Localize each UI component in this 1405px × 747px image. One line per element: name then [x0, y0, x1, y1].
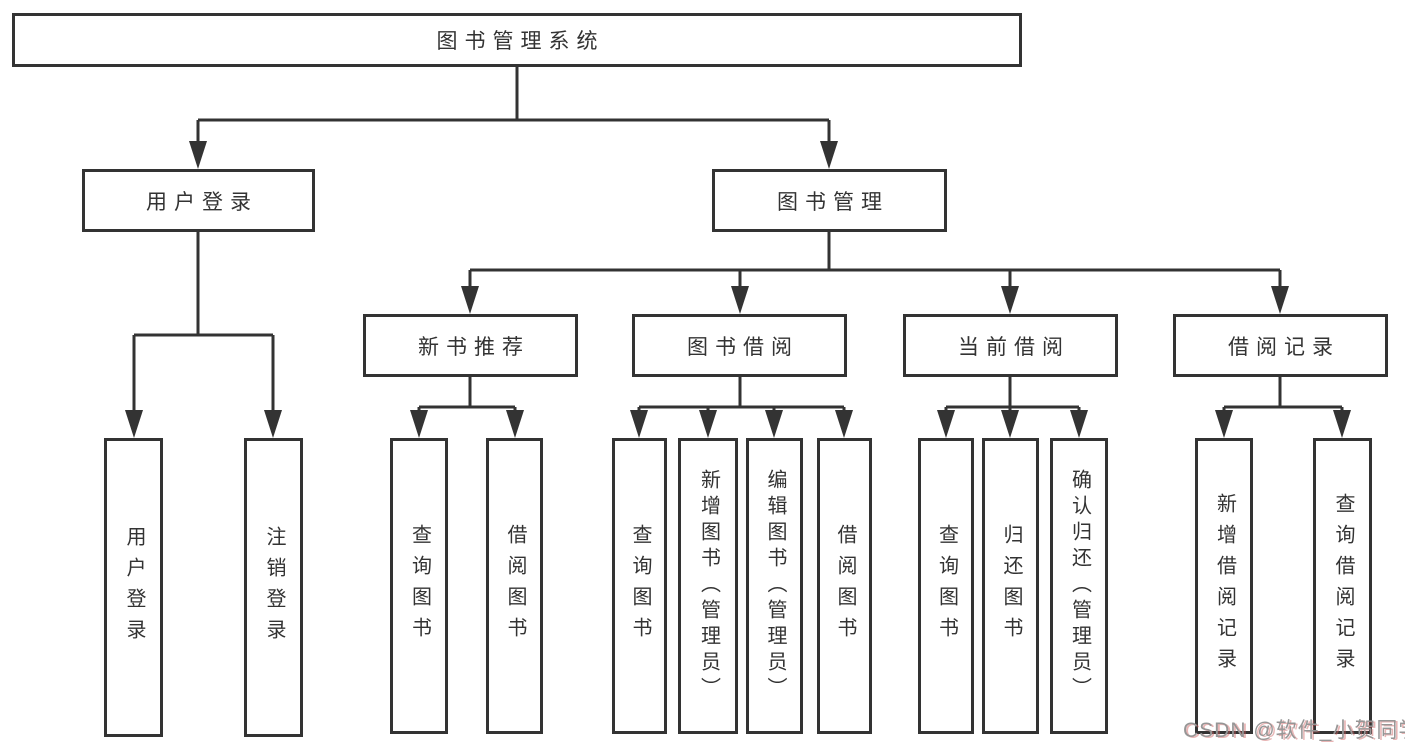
node-add-book-admin-label: 新增图书（管理员） [697, 469, 720, 703]
node-book-management: 图书管理 [712, 169, 947, 232]
node-logout-leaf-label: 注销登录 [263, 525, 285, 650]
node-root: 图书管理系统 [12, 13, 1022, 67]
node-borrow-books-2: 借阅图书 [817, 438, 872, 734]
node-borrow-records: 借阅记录 [1173, 314, 1388, 377]
node-user-login-label: 用户登录 [146, 190, 258, 214]
node-query-borrow-record: 查询借阅记录 [1313, 438, 1372, 734]
node-book-borrow-label: 图书借阅 [687, 335, 799, 359]
node-book-borrow: 图书借阅 [632, 314, 847, 377]
node-current-borrow-label: 当前借阅 [958, 335, 1070, 359]
node-user-login-leaf-label: 用户登录 [123, 525, 145, 650]
node-current-borrow: 当前借阅 [903, 314, 1118, 377]
node-edit-book-admin-label: 编辑图书（管理员） [764, 469, 786, 703]
node-user-login: 用户登录 [82, 169, 315, 232]
node-add-borrow-record-label: 新增借阅记录 [1213, 493, 1236, 679]
node-query-books-3: 查询图书 [918, 438, 974, 734]
node-query-books-1-label: 查询图书 [408, 524, 431, 648]
node-return-books: 归还图书 [982, 438, 1039, 734]
node-query-books-1: 查询图书 [390, 438, 448, 734]
node-borrow-books-2-label: 借阅图书 [834, 524, 856, 648]
node-new-book-recommend-label: 新书推荐 [418, 335, 530, 359]
node-confirm-return-admin-label: 确认归还（管理员） [1068, 469, 1091, 703]
node-add-book-admin: 新增图书（管理员） [678, 438, 738, 734]
node-return-books-label: 归还图书 [1000, 524, 1022, 648]
node-query-books-2: 查询图书 [612, 438, 667, 734]
node-add-borrow-record: 新增借阅记录 [1195, 438, 1253, 734]
node-logout-leaf: 注销登录 [244, 438, 303, 737]
node-borrow-books-1-label: 借阅图书 [504, 524, 526, 648]
node-edit-book-admin: 编辑图书（管理员） [746, 438, 803, 734]
node-user-login-leaf: 用户登录 [104, 438, 163, 737]
node-query-books-2-label: 查询图书 [629, 524, 651, 648]
node-query-borrow-record-label: 查询借阅记录 [1332, 493, 1354, 679]
node-query-books-3-label: 查询图书 [935, 524, 958, 648]
node-borrow-records-label: 借阅记录 [1228, 335, 1340, 359]
node-book-management-label: 图书管理 [777, 190, 889, 214]
node-confirm-return-admin: 确认归还（管理员） [1050, 438, 1108, 734]
watermark: CSDN @软件_小贺同学 [1183, 719, 1405, 742]
node-borrow-books-1: 借阅图书 [486, 438, 543, 734]
node-new-book-recommend: 新书推荐 [363, 314, 578, 377]
node-root-label: 图书管理系统 [436, 30, 605, 53]
